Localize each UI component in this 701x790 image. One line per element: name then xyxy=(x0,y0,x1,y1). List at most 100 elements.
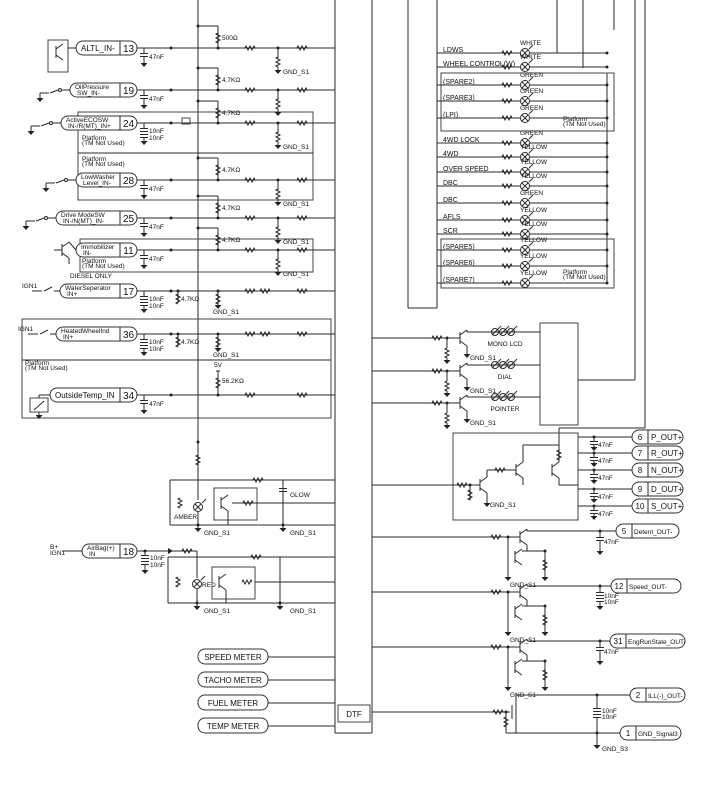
connector-label: IN-/R(MT)_IN+ xyxy=(68,123,111,130)
led-icon xyxy=(499,361,507,369)
connector-pin-10[interactable] xyxy=(631,498,684,514)
connector-pin-9[interactable] xyxy=(631,481,684,497)
switch-icon xyxy=(43,286,53,292)
led-icon xyxy=(507,328,515,336)
transistor-icon xyxy=(519,528,528,535)
junction-dot xyxy=(169,248,173,252)
ground-icon xyxy=(193,606,201,610)
resistor-icon xyxy=(274,258,282,270)
transistor-icon xyxy=(479,487,488,494)
resistor-icon xyxy=(456,481,468,489)
gear-driver-box xyxy=(452,432,579,521)
cap-value: 10nF xyxy=(150,562,165,569)
ground-icon xyxy=(596,551,604,555)
dtf-label: DTF xyxy=(346,710,362,719)
resistor-icon xyxy=(431,399,443,407)
cap-value: 47nF xyxy=(604,649,619,656)
junction-dot xyxy=(605,248,609,252)
cap-value: 47nF xyxy=(604,539,619,546)
resistor-icon xyxy=(501,279,513,287)
resistor-icon xyxy=(296,287,308,295)
backlight-label: POINTER xyxy=(491,406,520,413)
lamp-icon xyxy=(520,96,530,106)
lamp-color-label: YELLOW xyxy=(520,237,548,244)
junction-dot xyxy=(605,281,609,285)
thermistor-icon xyxy=(33,400,45,411)
connector-pin-7[interactable] xyxy=(631,445,684,461)
cap-value: 47nF xyxy=(598,442,613,449)
ground-icon xyxy=(274,272,282,276)
resistor-value: 500Ω xyxy=(222,35,238,42)
ground-icon xyxy=(279,528,287,532)
lamp-icon xyxy=(520,198,530,208)
platform-note: (TM Not Used) xyxy=(563,121,606,128)
ground-icon xyxy=(140,352,148,356)
ground-icon xyxy=(596,661,604,665)
ground-icon xyxy=(541,687,549,691)
lamp-color-label: GREEN xyxy=(520,72,543,79)
light-arrow-icon xyxy=(528,225,534,231)
connector-pin-2[interactable] xyxy=(629,687,686,703)
led-icon xyxy=(507,361,515,369)
resistor-icon xyxy=(214,377,222,389)
ground-label: GND_S3 xyxy=(602,746,628,753)
ground-icon xyxy=(36,98,44,102)
pin-number: 28 xyxy=(123,176,135,187)
resistor-icon xyxy=(259,330,271,338)
platform-note: (TM Not Used) xyxy=(82,140,125,147)
indicator-label: DBC xyxy=(443,180,458,187)
indicator-label: DBC xyxy=(443,197,458,204)
ground-label: GND_S1 xyxy=(213,352,239,359)
connector-pin-31[interactable] xyxy=(609,633,686,649)
lamp-icon xyxy=(193,502,203,512)
lamp-color-label: GREEN xyxy=(520,190,543,197)
connector-label: OilPressure xyxy=(75,84,109,91)
ground-icon xyxy=(443,425,451,429)
ign1-label: IGN1 xyxy=(18,326,34,333)
cap-value: 10nF xyxy=(602,708,617,715)
lamp-icon xyxy=(520,245,530,255)
lamp-icon xyxy=(520,113,530,123)
connector-label: OutsideTemp_IN xyxy=(55,391,115,400)
connector-label: SW_IN- xyxy=(77,90,100,97)
light-arrow-icon xyxy=(528,148,534,154)
ground-icon xyxy=(274,145,282,149)
glow-label: GLOW xyxy=(290,492,311,499)
ground-icon xyxy=(140,63,148,67)
resistor-icon xyxy=(214,74,222,86)
resistor-icon xyxy=(501,139,513,147)
lamp-icon xyxy=(520,278,530,288)
ground-icon xyxy=(214,348,222,352)
platform-note: (TM Not Used) xyxy=(25,365,68,372)
transistor-icon xyxy=(61,252,70,259)
light-arrow-icon xyxy=(528,274,534,280)
lamp-color-label: YELLOW xyxy=(520,173,548,180)
resistor-icon xyxy=(174,336,182,348)
connector-pin-8[interactable] xyxy=(631,462,684,478)
light-arrow-icon xyxy=(528,163,534,169)
transistor-icon xyxy=(459,394,468,401)
pin-number: 13 xyxy=(123,44,135,55)
resistor-icon xyxy=(501,49,513,57)
red-label: RED xyxy=(202,582,216,589)
connector-label: AirBag(+) xyxy=(87,545,115,552)
indicator-label: WHEEL CONTROL(W) xyxy=(443,61,515,68)
cap-value: 47nF xyxy=(149,186,164,193)
connector-pin-1[interactable] xyxy=(619,725,682,741)
cap-value: 10nF xyxy=(604,593,619,600)
resistor-icon xyxy=(214,336,222,348)
junction-dot xyxy=(605,218,609,222)
resistor-icon xyxy=(241,578,253,586)
connector-pin-6[interactable] xyxy=(631,429,684,445)
cap-value: 10nF xyxy=(149,346,164,353)
light-arrow-icon xyxy=(528,241,534,247)
ground-icon xyxy=(140,265,148,269)
lamp-icon xyxy=(520,215,530,225)
transistor-icon xyxy=(479,476,488,483)
connector-label: R_OUT+ xyxy=(651,449,683,458)
connector-pin-12[interactable] xyxy=(610,578,682,594)
resistor-icon xyxy=(274,188,282,200)
light-arrow-icon xyxy=(505,325,510,330)
connector-label: GND_Signal3 xyxy=(638,731,678,738)
connector-label: N_OUT+ xyxy=(651,466,683,475)
